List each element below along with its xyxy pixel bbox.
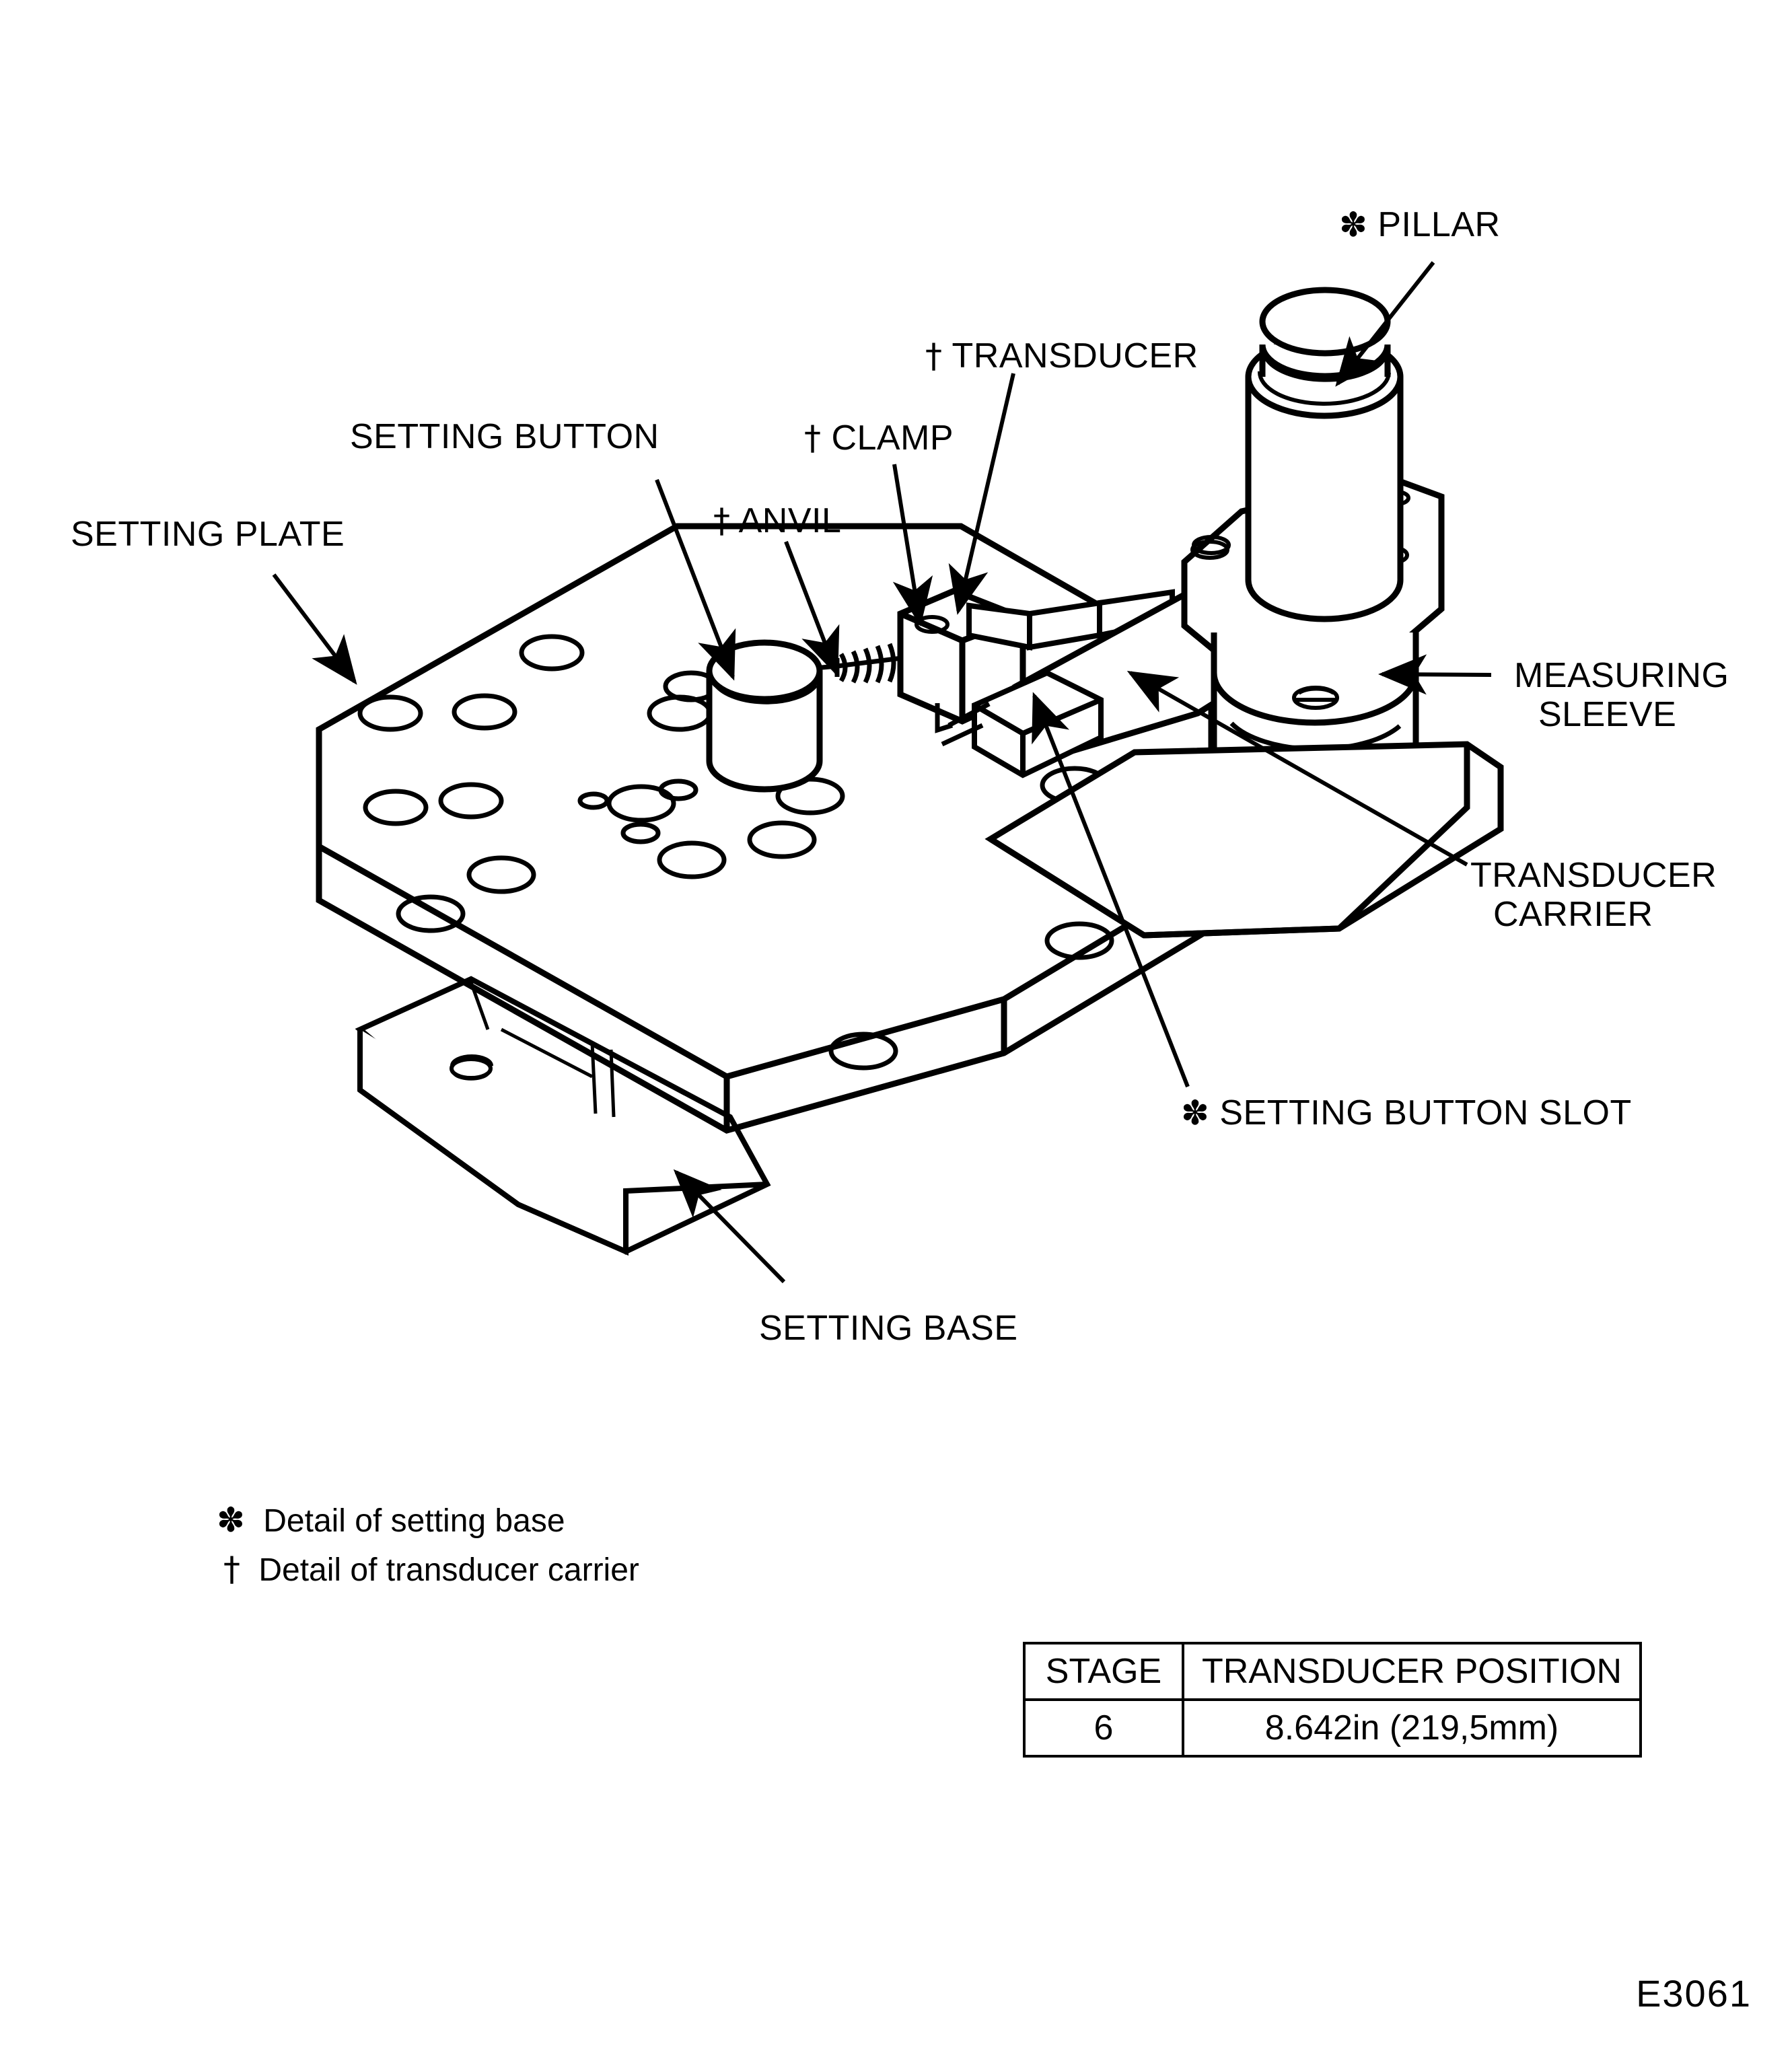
dagger-icon: † [223,1550,240,1589]
setting-base-part [355,976,771,1256]
leader-setting-button [655,478,736,681]
transducer-part [966,589,1175,651]
callout-setting-button-label: SETTING BUTTON [350,417,659,456]
callout-setting-plate: SETTING PLATE [71,515,345,554]
table-header-stage: STAGE [1023,1642,1184,1701]
figure-reference-code: E3061 [1636,1972,1752,2015]
callout-anvil-label: ANVIL [738,501,842,540]
callout-measuring-sleeve: MEASURING SLEEVE [1514,656,1783,734]
leader-measuring-sleeve [1378,654,1492,695]
callout-pillar-label: PILLAR [1377,205,1501,244]
asterisk-icon: ✽ [217,1500,245,1540]
leader-setting-plate [272,573,357,685]
dagger-icon: † [804,419,822,458]
callout-transducer-carrier-line1: TRANSDUCER [1470,856,1717,895]
leader-anvil [784,540,840,677]
pillar-part [1245,287,1404,622]
transducer-carrier-part [984,741,1504,939]
callout-setting-button: SETTING BUTTON [350,417,659,456]
callout-measuring-sleeve-line1: MEASURING [1514,656,1729,695]
dagger-icon: † [925,336,943,375]
table-header-transducer-position: TRANSDUCER POSITION [1181,1642,1643,1701]
legend-item-setting-base-text: Detail of setting base [263,1503,565,1539]
table-row: 6 8.642in (219,5mm) [1023,1698,1643,1758]
callout-transducer: † TRANSDUCER [925,336,1198,375]
callout-anvil: † ANVIL [713,501,841,540]
callout-pillar: ✽ PILLAR [1339,205,1501,244]
legend-item-transducer-carrier: † Detail of transducer carrier [223,1550,639,1589]
callout-clamp-label: CLAMP [831,419,954,458]
callout-setting-button-slot: ✽ SETTING BUTTON SLOT [1181,1093,1632,1132]
callout-transducer-carrier-line2: CARRIER [1493,895,1653,935]
table-cell-position: 8.642in (219,5mm) [1181,1698,1643,1758]
asterisk-icon: ✽ [1181,1093,1210,1132]
leader-transducer-carrier [1126,671,1468,867]
leader-transducer [948,373,1015,615]
legend-item-setting-base: ✽ Detail of setting base [217,1500,565,1540]
leader-pillar [1335,261,1435,387]
leader-clamp [892,464,933,626]
callout-measuring-sleeve-line2: SLEEVE [1538,695,1677,735]
table-header-row: STAGE TRANSDUCER POSITION [1023,1642,1643,1701]
dagger-icon: † [713,501,731,540]
callout-setting-base: SETTING BASE [759,1309,1018,1348]
setting-button-part [706,639,823,793]
leader-setting-base [673,1169,786,1284]
asterisk-icon: ✽ [1339,205,1368,244]
leader-lines [272,261,1492,1284]
transducer-position-table: STAGE TRANSDUCER POSITION 6 8.642in (219… [1023,1642,1643,1758]
callout-transducer-carrier: TRANSDUCER CARRIER [1470,856,1766,934]
callout-setting-base-label: SETTING BASE [759,1309,1018,1348]
callout-clamp: † CLAMP [804,419,954,458]
callout-transducer-label: TRANSDUCER [952,336,1198,375]
table-cell-stage: 6 [1023,1698,1184,1758]
legend-item-transducer-carrier-text: Detail of transducer carrier [258,1552,639,1588]
callout-setting-button-slot-label: SETTING BUTTON SLOT [1219,1093,1632,1132]
leader-setting-button-slot [1032,692,1190,1088]
setting-base-screw-hole [450,1054,493,1081]
callout-setting-plate-label: SETTING PLATE [71,515,345,554]
measuring-sleeve-screw [1292,686,1339,710]
